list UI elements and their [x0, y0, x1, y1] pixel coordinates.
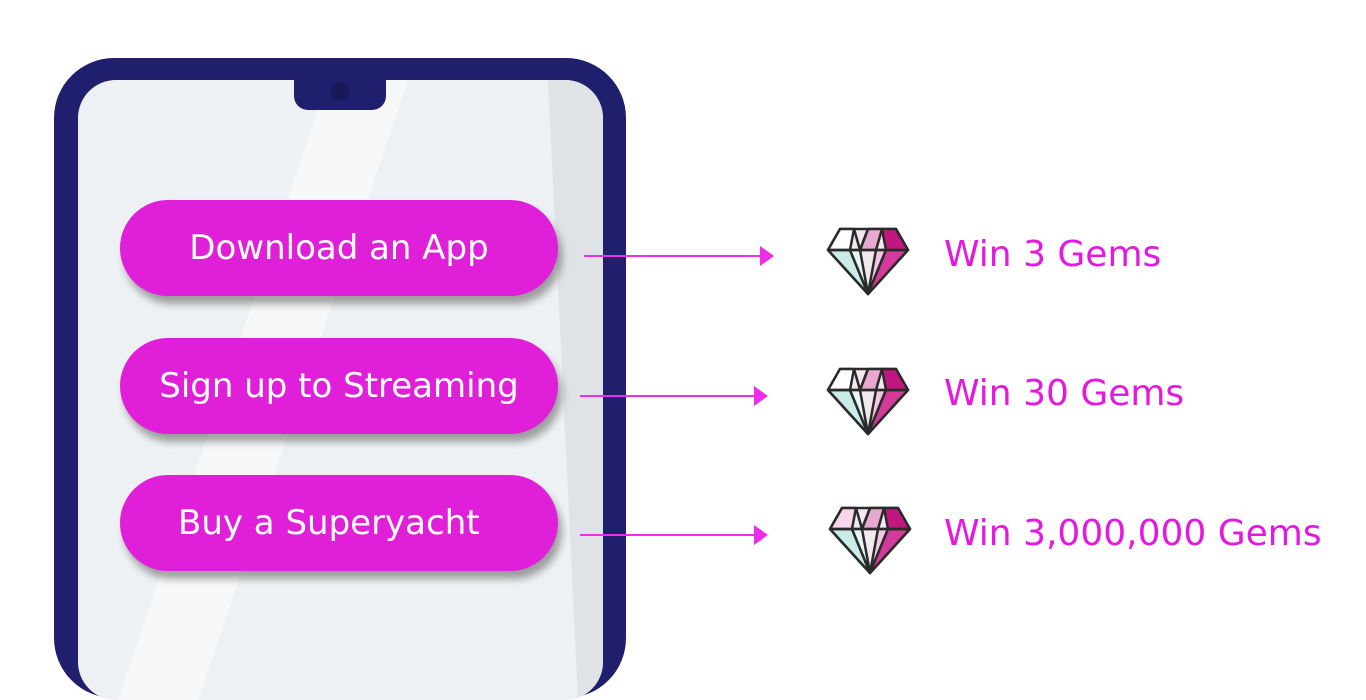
- buy-superyacht-label: Buy a Superyacht: [178, 503, 480, 543]
- reward-text: Win 30 Gems: [944, 373, 1185, 414]
- camera-icon: [331, 82, 349, 100]
- reward-text: Win 3 Gems: [944, 234, 1162, 275]
- gem-icon: [828, 506, 912, 575]
- arrow-icon: [584, 246, 774, 266]
- sign-up-streaming-button[interactable]: Sign up to Streaming: [120, 338, 558, 434]
- download-app-label: Download an App: [189, 228, 489, 268]
- arrow-icon: [580, 525, 770, 545]
- reward-text: Win 3,000,000 Gems: [944, 513, 1322, 554]
- sign-up-streaming-label: Sign up to Streaming: [159, 366, 519, 406]
- download-app-button[interactable]: Download an App: [120, 200, 558, 296]
- gem-icon: [826, 227, 910, 296]
- gem-icon: [826, 367, 910, 436]
- arrow-icon: [580, 386, 770, 406]
- buy-superyacht-button[interactable]: Buy a Superyacht: [120, 475, 558, 571]
